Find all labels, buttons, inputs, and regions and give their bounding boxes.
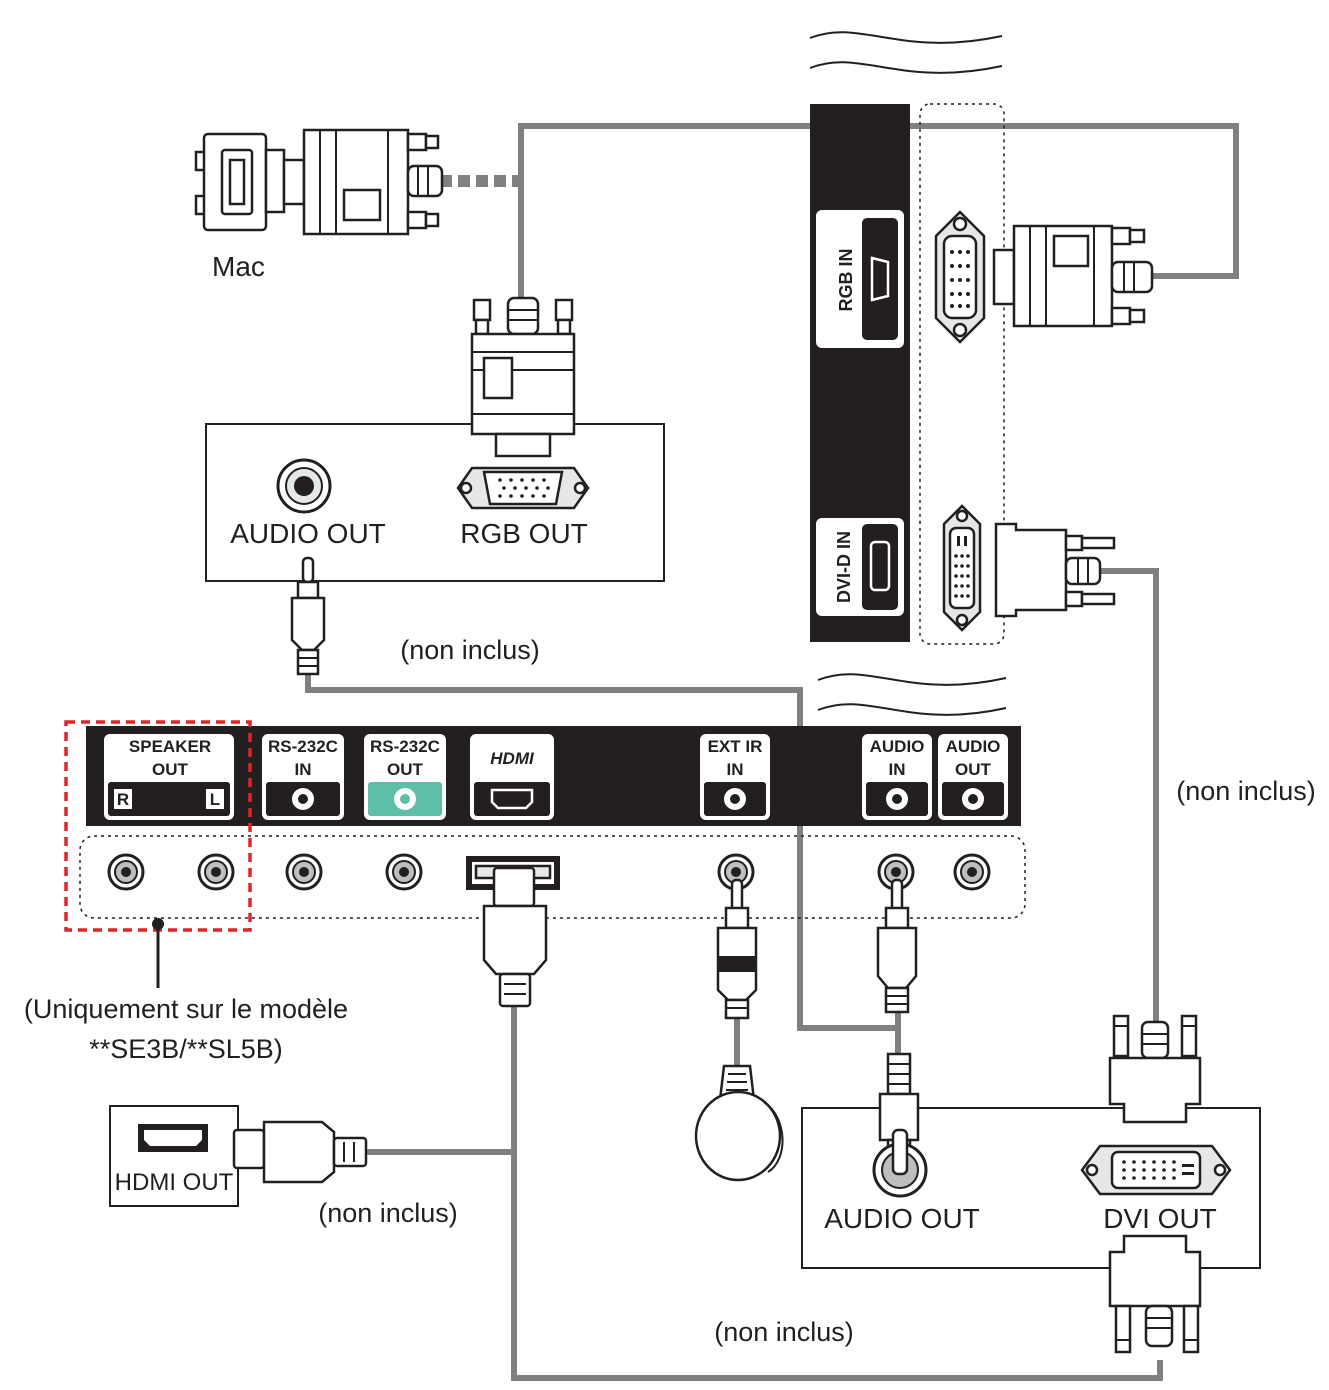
pc-device: AUDIO OUT RGB OUT — [205, 296, 665, 676]
audio-out-port: AUDIO OUT — [938, 734, 1008, 820]
av-dvi-out-socket — [1080, 1144, 1232, 1196]
av-device: AUDIO OUT DVI OUT — [801, 1014, 1261, 1354]
model-note-line1: (Uniquement sur le modèle — [24, 994, 348, 1024]
svg-text:SPEAKER: SPEAKER — [129, 737, 211, 756]
ext-ir-in-port: EXT IR IN — [700, 734, 770, 820]
hdmi-logo: HDMI — [490, 749, 535, 768]
monitor-side-strip: RGB IN DVI-D IN — [809, 31, 1154, 716]
cables — [305, 123, 1239, 1381]
monitor-vga-socket — [934, 210, 986, 344]
av-dvi-plug-bottom — [1108, 1234, 1202, 1354]
rs232c-in-jack — [285, 853, 323, 891]
audio-in-plug — [876, 878, 918, 1014]
dvi-d-in-label: DVI-D IN — [834, 531, 854, 603]
hdmi-port: HDMI — [470, 734, 554, 820]
av-dvi-out-label: DVI OUT — [1103, 1203, 1217, 1234]
mac-label: Mac — [212, 251, 265, 282]
dvi-d-in-socket-icon — [869, 540, 891, 592]
pc-rgb-out-socket — [456, 466, 590, 510]
pc-device-box — [205, 423, 665, 582]
pc-audio-out-label: AUDIO OUT — [230, 518, 386, 549]
rs232c-out-port: RS-232C OUT — [364, 734, 446, 820]
svg-text:AUDIO: AUDIO — [946, 737, 1001, 756]
svg-text:IN: IN — [295, 760, 312, 779]
svg-text:EXT IR: EXT IR — [708, 737, 763, 756]
speaker-l-jack — [197, 853, 235, 891]
rs232c-in-port: RS-232C IN — [262, 734, 344, 820]
model-note — [152, 918, 164, 988]
non-inclus-bottom-note: (non inclus) — [714, 1317, 854, 1347]
audio-in-port: AUDIO IN — [862, 734, 932, 820]
pc-audio-plug — [290, 556, 326, 676]
non-inclus-audio-note: (non inclus) — [400, 635, 540, 665]
audio-out-jack — [953, 853, 991, 891]
svg-text:OUT: OUT — [387, 760, 424, 779]
hdmi-cable-main — [511, 1006, 1163, 1381]
break-wave-top — [809, 31, 1003, 74]
rgb-in-label: RGB IN — [836, 249, 856, 312]
rgb-in-socket-bg — [862, 218, 898, 340]
speaker-r-jack — [107, 853, 145, 891]
hdmi-plug — [474, 864, 552, 1008]
dvi-d-in-socket-bg — [862, 524, 898, 610]
ir-receiver-sensor — [694, 1064, 784, 1182]
monitor-vga-plug — [992, 224, 1154, 328]
bottom-panel: SPEAKER OUT R L RS-232C IN RS-232C OUT — [64, 720, 1026, 1182]
pc-vga-plug — [470, 296, 576, 458]
hdmi-source-box — [109, 1105, 239, 1207]
monitor-port-zone — [919, 103, 1005, 645]
ext-ir-plug — [716, 878, 758, 1020]
svg-text:AUDIO: AUDIO — [870, 737, 925, 756]
model-note-line2: **SE3B/**SL5B) — [89, 1034, 283, 1064]
svg-text:RS-232C: RS-232C — [370, 737, 440, 756]
non-inclus-dvi-note: (non inclus) — [1176, 776, 1316, 806]
svg-text:OUT: OUT — [955, 760, 992, 779]
svg-text:RS-232C: RS-232C — [268, 737, 338, 756]
monitor-dvi-plug — [994, 522, 1116, 618]
monitor-dvi-socket — [942, 504, 982, 632]
speaker-r-label: R — [117, 790, 129, 809]
audio-in-jack — [877, 853, 915, 891]
non-inclus-hdmi-note: (non inclus) — [318, 1198, 458, 1228]
hdmi-source-plug — [232, 1120, 368, 1184]
pc-audio-cable — [305, 674, 898, 1031]
break-wave-bottom — [817, 673, 1007, 716]
mac-adapter — [194, 128, 444, 236]
speaker-l-label: L — [210, 790, 220, 809]
rgb-in-socket-icon — [870, 256, 890, 302]
hdmi-source-device: HDMI OUT — [109, 1105, 368, 1207]
speaker-out-port: SPEAKER OUT R L — [104, 734, 234, 820]
av-audio-out-label: AUDIO OUT — [824, 1203, 980, 1234]
svg-text:IN: IN — [889, 760, 906, 779]
svg-text:OUT: OUT — [152, 760, 189, 779]
svg-text:IN: IN — [727, 760, 744, 779]
av-dvi-plug-top — [1108, 1014, 1202, 1124]
pc-rgb-out-label: RGB OUT — [460, 518, 588, 549]
rs232c-out-jack — [385, 853, 423, 891]
dvi-cable — [1098, 568, 1159, 1022]
hdmi-out-label: HDMI OUT — [115, 1169, 234, 1196]
